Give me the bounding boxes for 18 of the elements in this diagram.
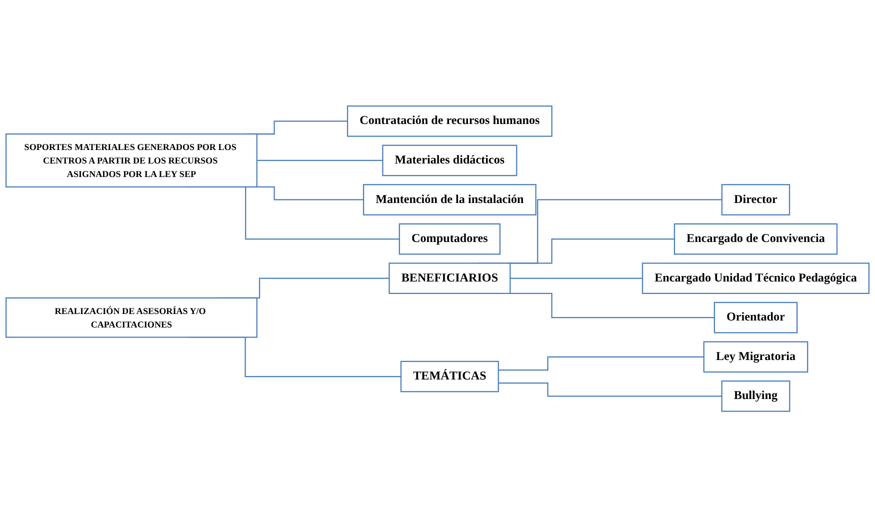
node-box: Contratación de recursos humanos (346, 106, 552, 138)
node-box: Orientador (714, 302, 798, 334)
node-box: Director (721, 184, 790, 216)
connector (498, 382, 722, 398)
connector (256, 160, 383, 162)
node-box: Encargado de Convivencia (674, 224, 838, 256)
connector (510, 278, 642, 280)
node-box: Computadores (398, 224, 501, 256)
node-box: REALIZACIÓN DE ASESORÍAS Y/O CAPACITACIONES (5, 298, 258, 338)
node-box: Encargado Unidad Técnico Pedagógica (642, 262, 870, 294)
connector (498, 356, 704, 371)
node-box: Mantención de la instalación (362, 184, 536, 216)
node-box: SOPORTES MATERIALES GENERADOS POR LOS CENTROS A PARTIR DE LOS RECURSOS ASIGNADOS POR LA LEY SEP (5, 134, 258, 188)
node-box: Materiales didácticos (382, 145, 518, 176)
node-box: TEMÁTICAS (400, 361, 499, 393)
node-box: Ley Migratoria (703, 342, 808, 373)
node-box: Bullying (721, 380, 790, 412)
node-box: BENEFICIARIOS (388, 262, 511, 294)
